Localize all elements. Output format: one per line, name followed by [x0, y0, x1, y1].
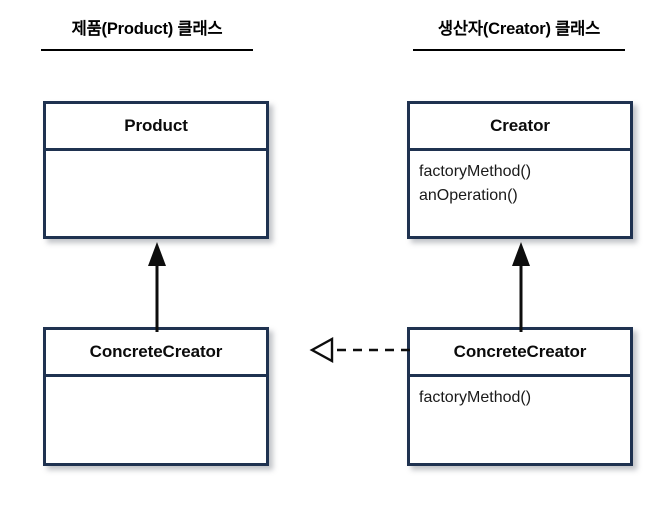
- class-members-creator: factoryMethod() anOperation(): [410, 151, 630, 208]
- generalization-arrow-product: [148, 242, 166, 332]
- class-name-concrete-product: ConcreteCreator: [89, 342, 223, 361]
- generalization-arrow-creator: [512, 242, 530, 332]
- column-header-creator: 생산자(Creator) 클래스: [404, 18, 634, 51]
- column-header-creator-label: 생산자(Creator) 클래스: [437, 20, 601, 38]
- class-members-concrete-creator: factoryMethod(): [410, 377, 630, 410]
- class-divider-concrete-product: [46, 374, 266, 377]
- column-header-product: 제품(Product) 클래스: [32, 18, 262, 51]
- class-box-product[interactable]: Product: [43, 101, 269, 239]
- class-divider-concrete-creator: [410, 374, 630, 377]
- class-divider-product: [46, 148, 266, 151]
- class-member: factoryMethod(): [419, 163, 532, 180]
- column-header-product-label: 제품(Product) 클래스: [71, 20, 223, 38]
- class-box-concrete-product[interactable]: ConcreteCreator: [43, 327, 269, 466]
- class-divider-creator: [410, 148, 630, 151]
- column-header-product-rule: [41, 49, 253, 51]
- class-member: factoryMethod(): [419, 389, 532, 406]
- class-box-concrete-creator[interactable]: ConcreteCreator factoryMethod(): [407, 327, 633, 466]
- class-name-creator: Creator: [490, 116, 550, 135]
- class-box-creator[interactable]: Creator factoryMethod() anOperation(): [407, 101, 633, 239]
- class-member: anOperation(): [419, 187, 518, 204]
- class-name-concrete-creator: ConcreteCreator: [453, 342, 587, 361]
- column-header-creator-rule: [413, 49, 625, 51]
- class-name-product: Product: [124, 116, 188, 135]
- realization-arrow: [309, 336, 410, 364]
